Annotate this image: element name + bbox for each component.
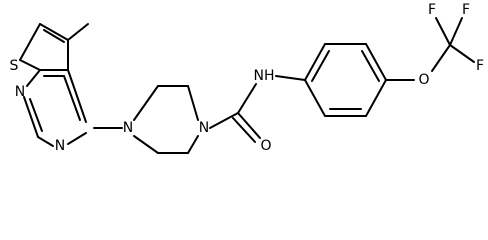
atom-F-top-right: F [462, 2, 470, 18]
bond-Npip-Ccarbonyl [209, 112, 239, 129]
atom-N-pyr-bottom: N [55, 138, 65, 154]
bond-C4-C3a-double [63, 75, 81, 121]
bond-N-C2p-double [29, 98, 43, 132]
bond-bz-4 [365, 79, 387, 117]
bond-pip-6 [133, 135, 159, 154]
structure-svg: S N N N N NH O O F F F [10, 2, 484, 154]
atom-O-ether: O [418, 72, 429, 88]
bond-C2p-N [37, 136, 54, 147]
bond-bz-3 [365, 43, 387, 81]
bond-C-O-1 [237, 112, 261, 139]
bond-bz-3-double [361, 50, 380, 82]
bond-bz-1 [304, 43, 326, 81]
bond-C4-C3a [67, 69, 87, 123]
bond-S-C7a [19, 59, 41, 71]
bond-bz-1-double [311, 50, 330, 82]
bond-bz-6 [304, 79, 326, 117]
bond-N-C4 [67, 132, 87, 145]
bond-C-F-right [449, 44, 475, 63]
bond-pip-1 [133, 85, 159, 121]
atom-O-carbonyl: O [260, 138, 271, 154]
bond-C2-C3 [39, 23, 69, 41]
bond-NH-ring [275, 75, 306, 81]
benzene-ring [304, 43, 387, 117]
bond-C2-C3-double [43, 29, 65, 43]
bond-methyl [67, 23, 89, 41]
piperazine-ring [133, 85, 199, 154]
bond-C7a-N [26, 69, 41, 87]
atom-N-pip-left: N [123, 120, 133, 136]
pyrimidine-ring [23, 69, 87, 147]
bond-O-CF3 [431, 44, 451, 72]
bond-C-NH [237, 83, 257, 114]
bond-C-F-topleft [435, 17, 451, 46]
atom-F-right: F [476, 58, 484, 74]
atom-N-pip-right: N [199, 120, 209, 136]
bond-S-C2 [19, 23, 41, 61]
bond-pip-4 [187, 135, 199, 154]
atom-S: S [10, 58, 19, 74]
atom-NH: NH [254, 68, 275, 84]
bond-C-F-topright [449, 17, 463, 46]
bond-C-O-2 [232, 117, 256, 143]
bond-N-C2p [23, 96, 39, 138]
molecule-diagram: S N N N N NH O O F F F [10, 2, 484, 154]
bond-pip-3 [187, 85, 199, 121]
thiophene-ring [19, 23, 69, 71]
atom-N-pyr-top: N [15, 84, 25, 100]
atom-F-top-left: F [428, 2, 436, 18]
